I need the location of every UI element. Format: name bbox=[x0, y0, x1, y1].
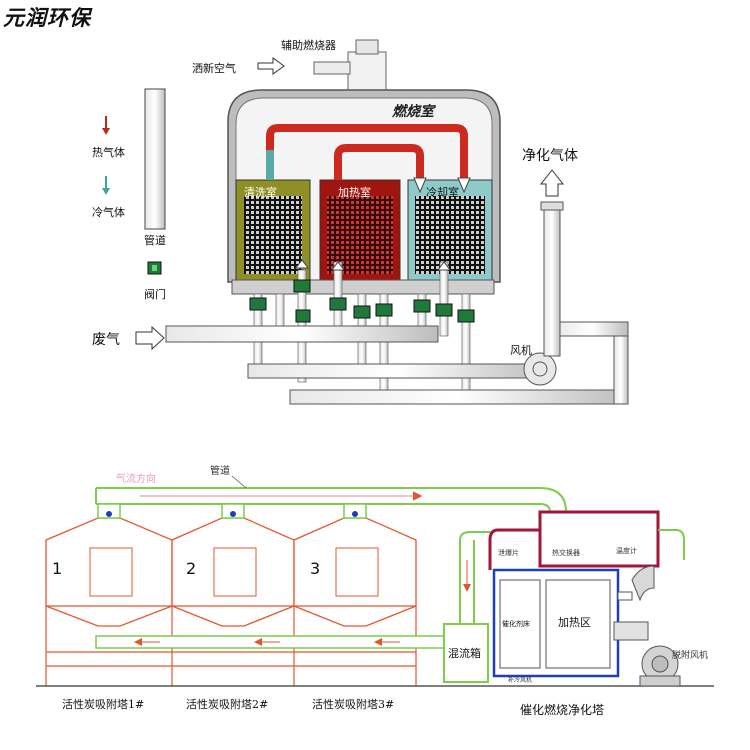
exhaust-arrow-icon bbox=[135, 325, 165, 351]
combustion-label: 燃烧室 bbox=[391, 103, 437, 120]
burner-label: 辅助燃烧器 bbox=[281, 38, 336, 52]
wash-room-label: 清洗室 bbox=[244, 185, 277, 199]
cool-room-label: 冷却室 bbox=[426, 185, 459, 199]
catalytic-tower-label: 催化燃烧净化塔 bbox=[520, 702, 604, 717]
blast-plate-label: 泄爆片 bbox=[498, 548, 519, 557]
valve-icon bbox=[353, 305, 371, 319]
desorption-fan: 脱附风机 bbox=[613, 565, 708, 687]
mixing-box bbox=[443, 623, 489, 683]
valve-icon bbox=[457, 309, 475, 323]
legend: 热气体 冷气体 管道 阀门 bbox=[92, 88, 166, 301]
tower-1-number: 1 bbox=[52, 559, 62, 578]
legend-hot-gas: 热气体 bbox=[92, 145, 125, 159]
cold-fan-label: 补冷风机 bbox=[508, 676, 532, 684]
tower-3-label: 活性炭吸附塔3# bbox=[312, 697, 394, 711]
tower-2-label: 活性炭吸附塔2# bbox=[186, 697, 268, 711]
outlet-stack bbox=[543, 205, 561, 357]
catalyst-bed bbox=[499, 579, 541, 669]
clean-gas-arrow-icon bbox=[539, 169, 565, 197]
catalyst-label: 催化剂床 bbox=[502, 619, 530, 628]
valve-icon bbox=[375, 303, 393, 317]
tower-2-number: 2 bbox=[186, 559, 196, 578]
mixing-box-label: 混流箱 bbox=[448, 646, 481, 660]
valve-icon bbox=[413, 299, 431, 313]
exchanger-label: 热交换器 bbox=[552, 548, 580, 557]
brand-logo: 元润环保 bbox=[3, 6, 91, 30]
legend-valve: 阀门 bbox=[144, 287, 166, 301]
pipe-legend-icon bbox=[144, 88, 166, 230]
valve-icon bbox=[249, 297, 267, 311]
tower-2: 2 bbox=[171, 517, 295, 627]
heat-exchanger-frame bbox=[538, 510, 660, 568]
heat-room-label: 加热室 bbox=[338, 185, 371, 199]
tower-3-number: 3 bbox=[310, 559, 320, 578]
chamber-base bbox=[231, 279, 495, 295]
burner: 辅助燃烧器 洒新空气 bbox=[192, 38, 387, 118]
valve-icon bbox=[293, 279, 311, 293]
hot-pipe-lower bbox=[334, 144, 424, 180]
fresh-air-arrow-icon bbox=[257, 57, 285, 75]
exhaust-label: 废气 bbox=[92, 332, 120, 348]
fresh-air-label: 洒新空气 bbox=[192, 61, 236, 75]
valve-icon bbox=[435, 303, 453, 317]
hot-pipe-upper bbox=[266, 124, 468, 180]
fan-label: 风机 bbox=[510, 343, 532, 357]
heat-zone bbox=[545, 579, 611, 669]
thermometer-label: 温度计 bbox=[616, 546, 637, 555]
valves bbox=[249, 279, 475, 323]
tower-1-label: 活性炭吸附塔1# bbox=[62, 697, 144, 711]
lower-duct bbox=[289, 389, 629, 405]
tower-3: 3 bbox=[293, 517, 417, 627]
legend-pipe: 管道 bbox=[144, 233, 166, 247]
exhaust-inlet-duct bbox=[165, 325, 439, 343]
legend-cold-gas: 冷气体 bbox=[92, 205, 125, 219]
clean-gas-label: 净化气体 bbox=[522, 148, 578, 164]
valve-icon bbox=[329, 297, 347, 311]
pipe-label: 管道 bbox=[210, 464, 230, 477]
flow-direction-label: 气流方向 bbox=[116, 472, 156, 485]
desorption-fan-label: 脱附风机 bbox=[672, 649, 708, 661]
valve-icon bbox=[295, 309, 311, 323]
tower-1: 1 bbox=[45, 517, 173, 627]
fan-icon[interactable] bbox=[523, 352, 557, 386]
middle-duct bbox=[247, 363, 549, 379]
heat-zone-label: 加热区 bbox=[558, 616, 591, 629]
